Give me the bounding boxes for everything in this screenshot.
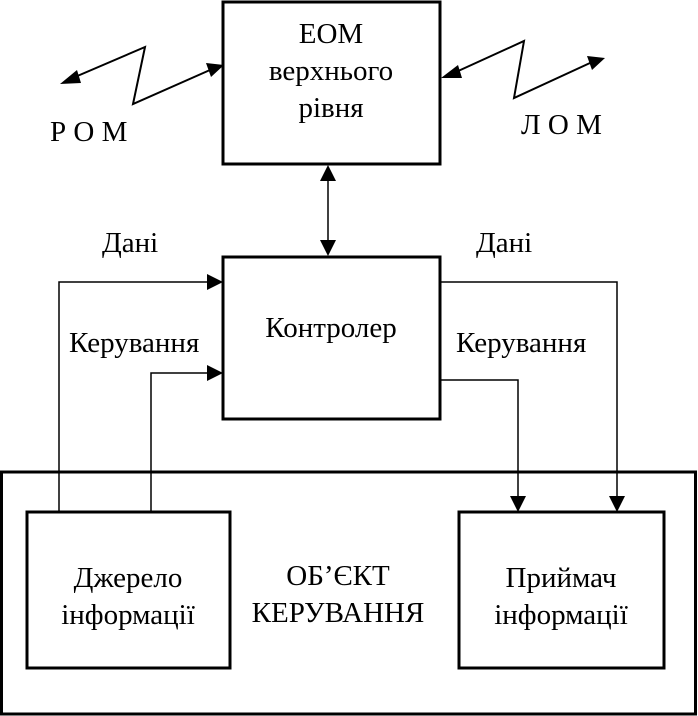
right-control-connector: [440, 379, 526, 512]
left-data-label: Дані: [102, 227, 158, 259]
receiver-label-line2: інформації: [494, 599, 628, 631]
left-network-label: Р О М: [50, 116, 127, 148]
right-data-label: Дані: [476, 227, 532, 259]
right-network-link: [441, 39, 605, 100]
receiver-label-line1: Приймач: [506, 562, 617, 594]
left-control-connector: [150, 365, 223, 512]
right-data-connector: [440, 281, 625, 512]
right-control-label: Керування: [456, 327, 586, 359]
top-computer-label-line3: рівня: [298, 92, 363, 124]
control-object-label-line2: КЕРУВАННЯ: [252, 597, 425, 629]
top-computer-label-line2: верхнього: [269, 55, 393, 87]
controller-box: [221, 255, 442, 421]
receiver-box: [457, 510, 666, 670]
source-box: [25, 510, 232, 670]
computer-controller-arrow: [320, 165, 336, 256]
left-network-link: [60, 45, 224, 106]
source-label-line1: Джерело: [74, 562, 183, 594]
top-computer-box: [221, 0, 442, 166]
controller-label: Контролер: [265, 312, 396, 344]
left-control-label: Керування: [69, 327, 199, 359]
right-network-label: Л О М: [521, 109, 602, 141]
source-label-line2: інформації: [61, 599, 195, 631]
top-computer-label-line1: ЕОМ: [299, 18, 363, 50]
left-data-connector: [58, 274, 223, 512]
control-object-label-line1: ОБ’ЄКТ: [286, 560, 390, 592]
